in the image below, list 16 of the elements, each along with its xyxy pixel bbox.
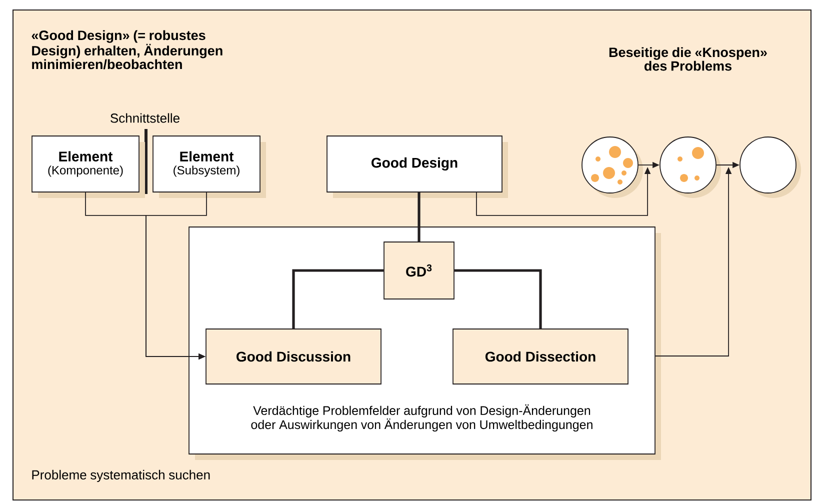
circle [740,136,801,198]
process-box: GD$^{3}$ [384,242,454,300]
process-box: Good Discussion [206,328,382,384]
connector-line [418,192,420,242]
process-box: Good Design [326,136,508,198]
connector-line [292,269,384,329]
element-box: Element (Komponente) [32,136,145,198]
circle [582,136,643,198]
label: Schnittstelle [110,113,180,123]
circle [660,136,721,198]
process-box: Good Dissection [452,328,628,384]
element-box: Element (Subsystem) [152,136,266,198]
heading: Beseitige die «Knospen» des Problems [609,47,767,71]
label: Probleme systematisch suchen [32,470,210,482]
connector-line [454,269,542,329]
heading: «Good Design» (= robustes Design) erhalten, Änderungen minimieren/beobachten [32,30,222,70]
